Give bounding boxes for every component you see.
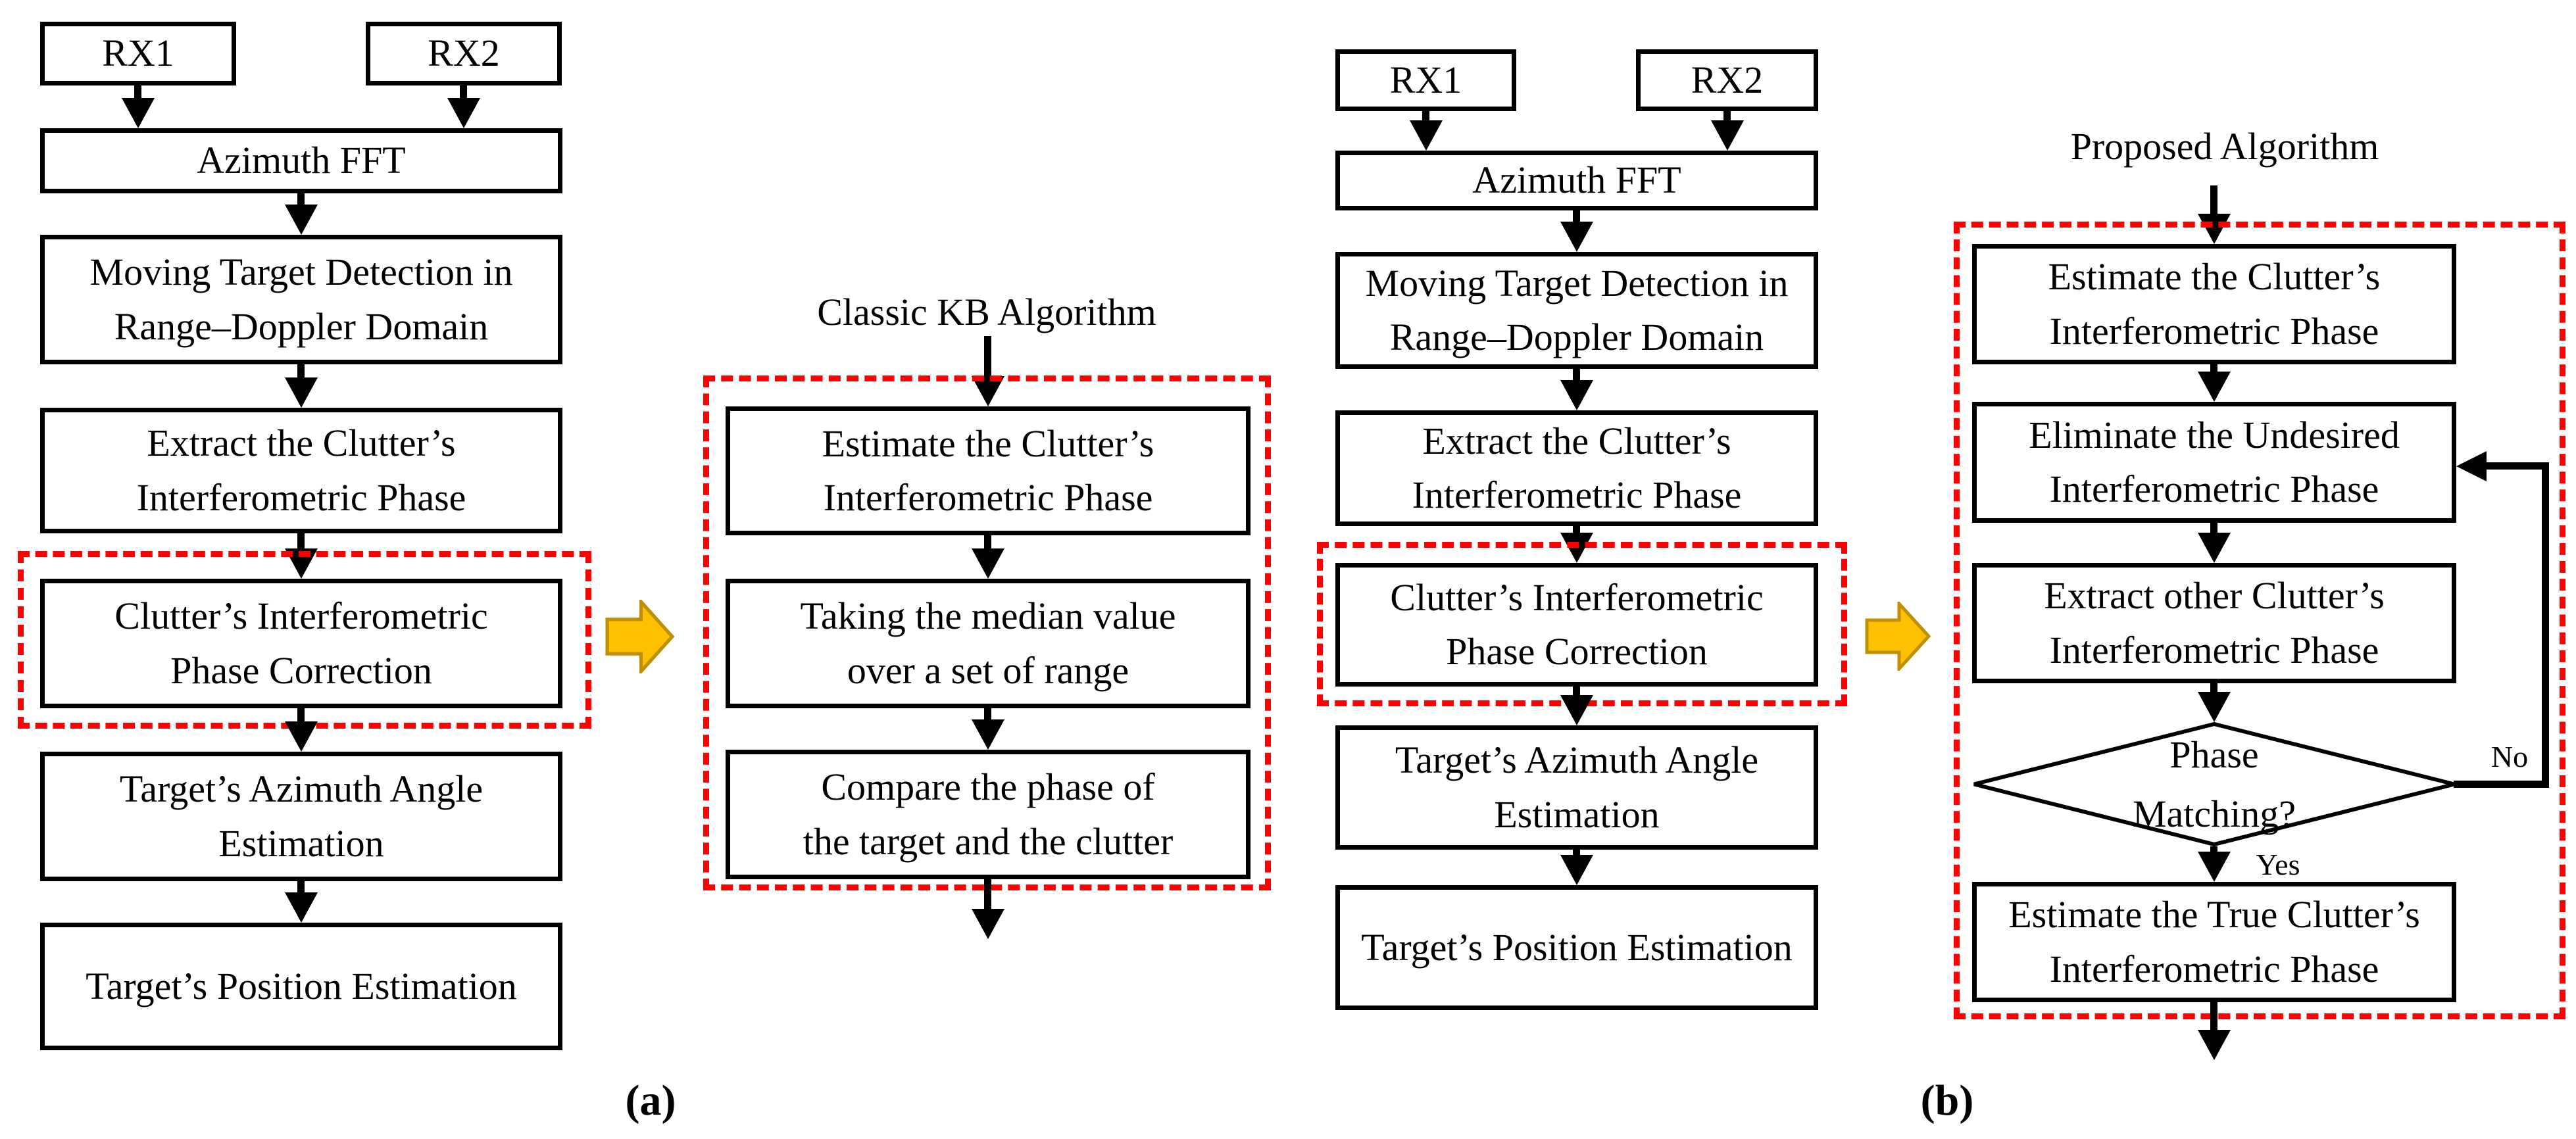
flow-a-box-rx1: RX1 bbox=[40, 22, 236, 85]
arrow-head-icon bbox=[2198, 852, 2231, 882]
arrow-head-icon bbox=[972, 719, 1004, 750]
flow-b-box-rx1: RX1 bbox=[1335, 49, 1516, 111]
classic-kb-box-compare-phase: Compare the phase of the target and the … bbox=[726, 750, 1251, 879]
arrow-line bbox=[2210, 1002, 2217, 1034]
arrow-line bbox=[1573, 687, 1580, 699]
flow-a-box-azimuth-fft: Azimuth FFT bbox=[40, 128, 562, 193]
flow-b-box-rx2: RX2 bbox=[1636, 49, 1818, 111]
flow-b-box-phase-correction: Clutter’s Interferometric Phase Correcti… bbox=[1335, 563, 1818, 687]
arrow-line bbox=[297, 364, 305, 381]
flow-a-box-rx2: RX2 bbox=[366, 22, 562, 85]
arrow-line bbox=[984, 879, 991, 913]
arrow-head-icon bbox=[2198, 372, 2231, 402]
arrow-line bbox=[297, 708, 305, 725]
arrow-line bbox=[1573, 210, 1580, 226]
feedback-line bbox=[2454, 781, 2549, 788]
block-arrow-right-icon bbox=[605, 600, 674, 673]
arrow-head-icon bbox=[1560, 695, 1593, 725]
decision-diamond bbox=[1973, 722, 2455, 846]
proposed-title: Proposed Algorithm bbox=[2070, 125, 2379, 168]
arrow-line bbox=[984, 336, 991, 380]
flow-b-box-moving-target-detection: Moving Target Detection in Range–Doppler… bbox=[1335, 252, 1818, 369]
arrow-line bbox=[1723, 111, 1731, 124]
arrow-line bbox=[1573, 526, 1580, 537]
arrow-line bbox=[460, 85, 467, 102]
flow-a-box-position-estimation: Target’s Position Estimation bbox=[40, 923, 562, 1050]
arrow-line bbox=[984, 535, 991, 552]
arrow-head-icon bbox=[2198, 1030, 2231, 1060]
arrow-head-icon bbox=[2198, 692, 2231, 722]
arrow-head-icon bbox=[972, 548, 1004, 579]
flow-a-box-moving-target-detection: Moving Target Detection in Range–Doppler… bbox=[40, 235, 562, 364]
arrow-head-icon bbox=[285, 721, 318, 752]
arrow-head-icon bbox=[1560, 222, 1593, 252]
flow-b-box-azimuth-angle-estimation: Target’s Azimuth Angle Estimation bbox=[1335, 725, 1818, 850]
arrow-head-icon bbox=[1560, 380, 1593, 410]
arrow-head-icon bbox=[285, 892, 318, 923]
arrow-head-icon bbox=[972, 909, 1004, 939]
decision-label: Phase Matching? bbox=[2132, 733, 2296, 835]
proposed-box-estimate-true-phase: Estimate the True Clutter’s Interferomet… bbox=[1972, 882, 2456, 1002]
arrow-head-icon bbox=[2198, 214, 2231, 244]
arrow-line bbox=[2210, 523, 2217, 537]
feedback-line bbox=[2481, 462, 2549, 470]
arrow-line bbox=[134, 85, 141, 102]
arrow-head-icon bbox=[447, 98, 480, 128]
arrow-line bbox=[2210, 846, 2217, 856]
arrow-head-icon bbox=[1410, 120, 1443, 151]
arrow-head-icon bbox=[1560, 855, 1593, 885]
arrow-head-icon bbox=[2198, 533, 2231, 563]
proposed-box-extract-other-clutter: Extract other Clutter’s Interferometric … bbox=[1972, 563, 2456, 683]
arrow-head-icon bbox=[285, 377, 318, 408]
figure-label-a: (a) bbox=[625, 1077, 676, 1125]
flow-b-box-extract-clutter-phase: Extract the Clutter’s Interferometric Ph… bbox=[1335, 410, 1818, 526]
arrow-head-icon bbox=[122, 98, 155, 128]
arrow-line bbox=[2210, 185, 2217, 218]
arrow-line bbox=[2210, 364, 2217, 376]
proposed-box-estimate-phase: Estimate the Clutter’s Interferometric P… bbox=[1972, 244, 2456, 364]
feedback-line bbox=[2542, 462, 2549, 788]
flow-b-box-azimuth-fft: Azimuth FFT bbox=[1335, 151, 1818, 210]
classic-kb-box-median-value: Taking the median value over a set of ra… bbox=[726, 579, 1251, 708]
arrow-line bbox=[1573, 369, 1580, 384]
classic-kb-title: Classic KB Algorithm bbox=[817, 291, 1156, 333]
classic-kb-box-estimate-phase: Estimate the Clutter’s Interferometric P… bbox=[726, 406, 1251, 535]
arrow-head-icon bbox=[1560, 533, 1593, 563]
block-arrow-right-icon bbox=[1865, 602, 1931, 671]
arrow-head-icon bbox=[1711, 120, 1744, 151]
flow-b-box-position-estimation: Target’s Position Estimation bbox=[1335, 885, 1818, 1010]
arrow-line bbox=[984, 708, 991, 723]
flow-a-box-phase-correction: Clutter’s Interferometric Phase Correcti… bbox=[40, 579, 562, 708]
arrow-line bbox=[1422, 111, 1429, 124]
arrow-line bbox=[1573, 850, 1580, 859]
arrow-line bbox=[2210, 683, 2217, 696]
arrow-head-icon bbox=[285, 205, 318, 235]
arrow-head-icon bbox=[2456, 451, 2487, 481]
proposed-box-eliminate-undesired: Eliminate the Undesired Interferometric … bbox=[1972, 402, 2456, 523]
proposed-dashed-box bbox=[1954, 222, 2565, 1019]
decision-yes-label: Yes bbox=[2256, 848, 2300, 881]
figure-label-b: (b) bbox=[1920, 1077, 1974, 1125]
arrow-line bbox=[297, 193, 305, 208]
flow-a-box-extract-clutter-phase: Extract the Clutter’s Interferometric Ph… bbox=[40, 408, 562, 533]
arrow-line bbox=[297, 533, 305, 552]
decision-no-label: No bbox=[2490, 740, 2529, 773]
arrow-line bbox=[297, 881, 305, 896]
flow-a-box-azimuth-angle-estimation: Target’s Azimuth Angle Estimation bbox=[40, 752, 562, 881]
